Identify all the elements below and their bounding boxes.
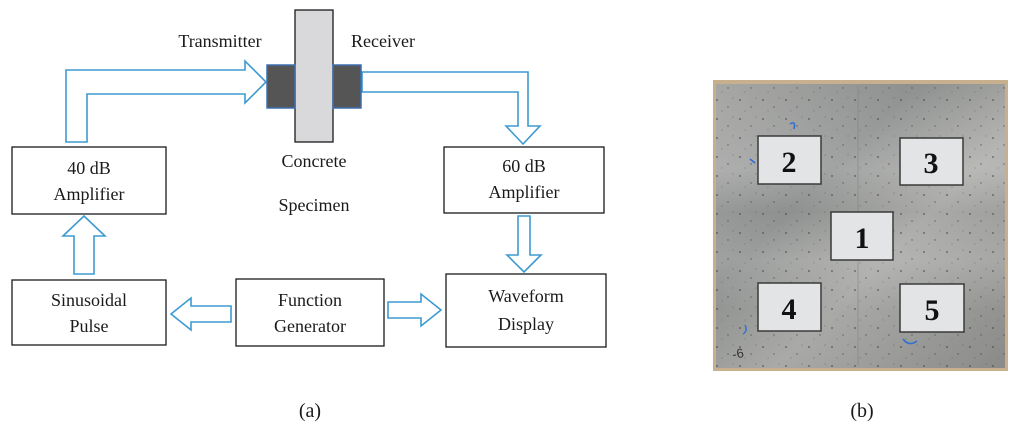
receiver-label: Receiver xyxy=(351,31,415,51)
panel-a-diagram: Transmitter Receiver Concrete Specimen 4… xyxy=(11,9,607,422)
arrow-amp40-to-transmitter xyxy=(65,59,268,143)
sensor-tile-1 xyxy=(830,211,894,261)
concrete-specimen xyxy=(294,9,334,143)
amplifier-40db-line1: 40 dB xyxy=(67,158,111,178)
panel-a-caption: (a) xyxy=(299,400,321,422)
panel-b-caption: (b) xyxy=(850,400,873,422)
sinusoidal-pulse-line1: Sinusoidal xyxy=(51,290,127,310)
arrow-pulse-to-amp40 xyxy=(61,214,107,275)
arrow-generator-to-pulse xyxy=(169,296,232,332)
panel-b-photo: -6 2 3 1 4 5 (b) xyxy=(713,80,1008,422)
waveform-display-line2: Display xyxy=(498,314,554,334)
sensor-tile-3 xyxy=(899,137,964,186)
marker-mark xyxy=(749,158,756,164)
amplifier-60db-line2: Amplifier xyxy=(489,182,560,202)
sensor-number-4: 4 xyxy=(782,293,797,326)
function-generator-box xyxy=(235,278,385,347)
function-generator-line1: Function xyxy=(278,290,342,310)
arrow-amp60-to-display xyxy=(505,215,543,274)
corner-mark: -6 xyxy=(731,345,745,362)
receiver-transducer xyxy=(332,64,362,109)
sinusoidal-pulse-line2: Pulse xyxy=(69,316,108,336)
sensor-tile-4 xyxy=(757,282,822,332)
marker-mark xyxy=(789,122,796,130)
marker-mark xyxy=(902,338,918,345)
arrow-receiver-to-amp60 xyxy=(361,71,542,146)
sensor-tile-2 xyxy=(757,135,822,185)
amplifier-60db-box xyxy=(443,146,605,214)
amplifier-40db-box xyxy=(11,146,167,215)
waveform-display-box xyxy=(445,273,607,348)
transmitter-label: Transmitter xyxy=(178,31,261,51)
function-generator-line2: Generator xyxy=(274,316,346,336)
sensor-number-3: 3 xyxy=(924,147,939,180)
sensor-number-1: 1 xyxy=(855,222,870,255)
waveform-display-line1: Waveform xyxy=(488,286,564,306)
sinusoidal-pulse-box xyxy=(11,279,167,346)
sensor-tile-5 xyxy=(899,283,965,333)
amplifier-60db-line1: 60 dB xyxy=(502,156,546,176)
arrow-generator-to-display xyxy=(387,292,443,328)
transmitter-transducer xyxy=(266,64,296,109)
specimen-label-line1: Concrete xyxy=(282,151,347,171)
marker-mark xyxy=(742,324,747,335)
specimen-label-line2: Specimen xyxy=(279,195,350,215)
sensor-number-5: 5 xyxy=(925,294,940,327)
sensor-number-2: 2 xyxy=(782,146,797,179)
amplifier-40db-line2: Amplifier xyxy=(54,184,125,204)
